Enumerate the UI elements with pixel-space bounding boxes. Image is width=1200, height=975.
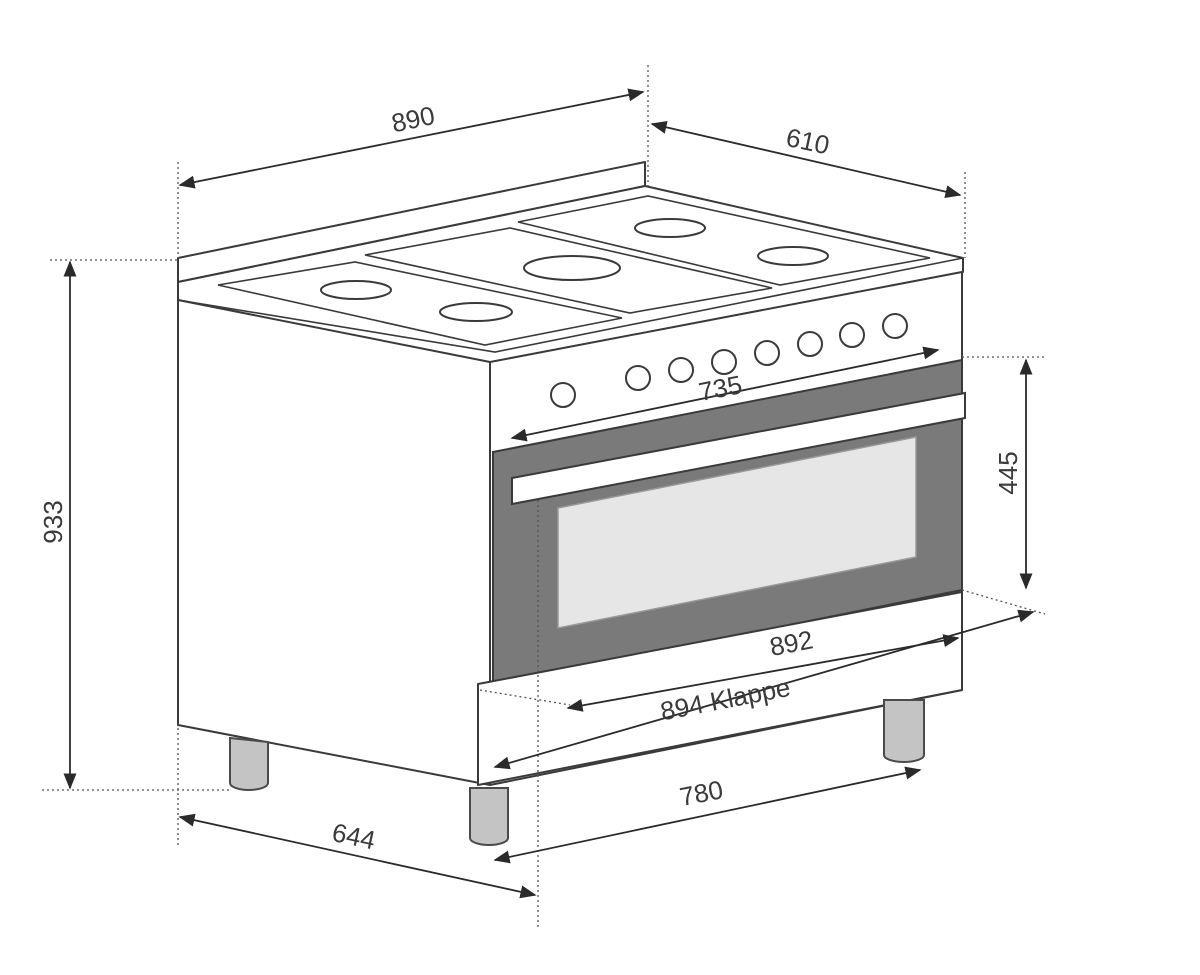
- dim-line-890: [178, 88, 645, 189]
- label-oven-height: 445: [993, 451, 1023, 494]
- burner-icon: [757, 246, 829, 266]
- foot-front-right: [883, 699, 925, 763]
- burner-icon: [439, 302, 513, 322]
- control-knob-icon: [754, 340, 780, 366]
- burner-icon: [320, 280, 392, 300]
- burner-icon: [523, 255, 621, 281]
- dim-line-894: [566, 634, 960, 712]
- label-depth-top: 610: [784, 122, 833, 160]
- side-panel: [177, 299, 491, 786]
- dimension-lines: [63, 88, 1035, 899]
- label-width-top: 890: [389, 100, 438, 138]
- control-knob-icon: [839, 322, 865, 348]
- oven-window: [557, 436, 917, 629]
- control-knob-icon: [668, 357, 694, 383]
- control-knob-icon: [550, 382, 576, 408]
- cooktop-lip: [177, 257, 964, 353]
- dim-line-735: [510, 346, 940, 442]
- dim-line-780: [493, 766, 922, 864]
- zone-plate-right: [517, 195, 931, 286]
- foot-front-left: [469, 787, 509, 846]
- control-knob-icon: [882, 313, 908, 339]
- dim-line-644: [178, 813, 537, 899]
- zone-plate-center: [364, 227, 773, 314]
- zone-plate-left: [217, 261, 623, 346]
- burner-icon: [634, 218, 706, 238]
- cooking-zones: [217, 195, 931, 346]
- control-knob-icon: [625, 365, 651, 391]
- label-inner-width: 780: [677, 774, 725, 812]
- dim-line-610: [650, 120, 962, 199]
- label-height-total: 933: [38, 500, 68, 543]
- label-depth-bottom: 644: [330, 817, 379, 855]
- control-knob-icon: [797, 331, 823, 357]
- foot-back-left: [229, 736, 269, 791]
